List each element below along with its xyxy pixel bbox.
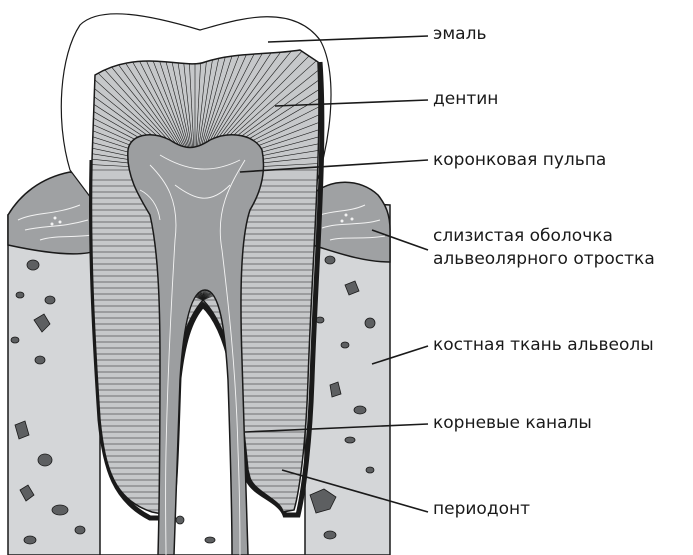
label-root-canals: корневые каналы [433, 413, 592, 434]
label-enamel: эмаль [433, 24, 486, 45]
label-mucosa-line1: слизистая оболочка [433, 226, 613, 247]
label-periodontium: периодонт [433, 499, 530, 520]
label-dentin: дентин [433, 89, 498, 110]
label-bone: костная ткань альвеолы [433, 335, 654, 356]
label-mucosa-line2: альвеолярного отростка [433, 249, 655, 270]
label-crown-pulp: коронковая пульпа [433, 150, 606, 171]
